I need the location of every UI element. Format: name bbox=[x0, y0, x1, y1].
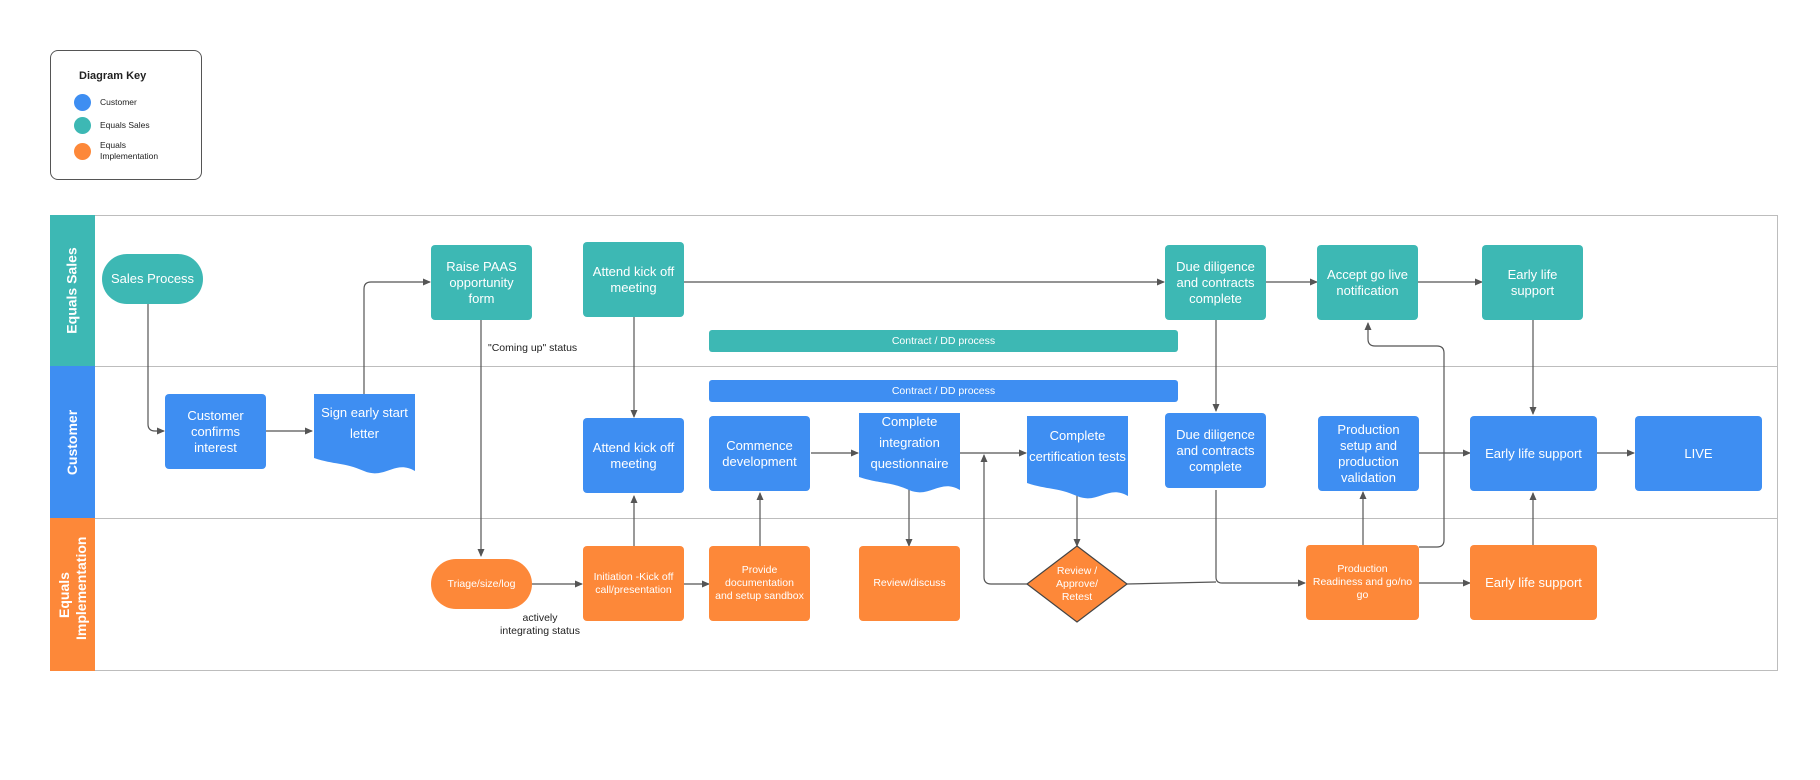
diagram-key-title: Diagram Key bbox=[79, 70, 147, 82]
contract-dd-process-bar-sales: Contract / DD process bbox=[709, 330, 1178, 352]
node-production-readiness-go-no-go[interactable]: Production Readiness and go/no go bbox=[1306, 545, 1419, 620]
node-due-diligence-sales[interactable]: Due diligence and contracts complete bbox=[1165, 245, 1266, 320]
lane-divider bbox=[95, 366, 1778, 367]
coming-up-status-note: "Coming up" status bbox=[488, 342, 578, 354]
key-item-equals-sales: Equals Sales bbox=[74, 117, 170, 134]
lane-header-customer: Customer bbox=[50, 366, 95, 518]
equals-sales-color-dot bbox=[74, 117, 91, 134]
node-customer-confirms-interest[interactable]: Customer confirms interest bbox=[165, 394, 266, 469]
lane-header-equals-implementation: Equals Implementation bbox=[50, 518, 95, 671]
sign-letter-document-shape bbox=[314, 394, 415, 474]
node-triage-size-log[interactable]: Triage/size/log bbox=[431, 559, 532, 609]
customer-color-dot bbox=[74, 94, 91, 111]
node-review-approve-retest[interactable]: Review / Approve/ Retest bbox=[1055, 564, 1099, 603]
node-production-setup-validation[interactable]: Production setup and production validati… bbox=[1318, 416, 1419, 491]
lane-header-equals-sales: Equals Sales bbox=[50, 215, 95, 366]
node-live[interactable]: LIVE bbox=[1635, 416, 1762, 491]
arrow-sign-letter-to-raise-paas bbox=[363, 278, 431, 394]
certification-tests-document-shape bbox=[1027, 416, 1128, 499]
sign-letter-label: Sign early start letter bbox=[321, 405, 408, 442]
arrow-prod-readiness-to-accept-go-live bbox=[1364, 322, 1445, 548]
actively-integrating-status-note: actively integrating status bbox=[500, 612, 580, 637]
arrow-review-approve-back-to-cert bbox=[980, 454, 1027, 585]
equals-implementation-color-dot bbox=[74, 142, 91, 160]
node-raise-paas-opportunity-form[interactable]: Raise PAAS opportunity form bbox=[431, 245, 532, 320]
contract-dd-process-bar-customer: Contract / DD process bbox=[709, 380, 1178, 402]
node-complete-certification-tests[interactable]: Complete certification tests bbox=[1027, 416, 1128, 496]
node-sales-process[interactable]: Sales Process bbox=[102, 254, 203, 304]
node-commence-development[interactable]: Commence development bbox=[709, 416, 810, 491]
lane-divider bbox=[95, 518, 1778, 519]
arrow-review-approve-to-due-diligence bbox=[1126, 581, 1217, 585]
certification-tests-label: Complete certification tests bbox=[1029, 428, 1126, 465]
integration-questionnaire-label: Complete integration questionnaire bbox=[870, 413, 949, 471]
node-provide-documentation-sandbox[interactable]: Provide documentation and setup sandbox bbox=[709, 546, 810, 621]
node-accept-go-live-notification[interactable]: Accept go live notification bbox=[1317, 245, 1418, 320]
node-complete-integration-questionnaire[interactable]: Complete integration questionnaire bbox=[859, 413, 960, 490]
key-label-customer: Customer bbox=[100, 97, 137, 107]
node-due-diligence-customer[interactable]: Due diligence and contracts complete bbox=[1165, 413, 1266, 488]
node-early-life-support-implementation[interactable]: Early life support bbox=[1470, 545, 1597, 620]
arrow-sales-process-to-customer-confirms bbox=[147, 304, 165, 435]
integration-questionnaire-document-shape bbox=[859, 413, 960, 493]
key-item-customer: Customer bbox=[74, 94, 170, 111]
node-early-life-support-sales[interactable]: Early life support bbox=[1482, 245, 1583, 320]
node-sign-early-start-letter[interactable]: Sign early start letter bbox=[314, 394, 415, 471]
diagram-key: Diagram Key Customer Equals Sales Equals… bbox=[50, 50, 202, 180]
node-initiation-kickoff-call[interactable]: Initiation -Kick off call/presentation bbox=[583, 546, 684, 621]
node-review-discuss[interactable]: Review/discuss bbox=[859, 546, 960, 621]
key-label-equals-sales: Equals Sales bbox=[100, 120, 150, 130]
node-attend-kickoff-customer[interactable]: Attend kick off meeting bbox=[583, 418, 684, 493]
arrow-due-diligence-customer-to-prod-readiness bbox=[1215, 490, 1306, 587]
key-item-equals-implementation: Equals Implementation bbox=[74, 140, 170, 162]
key-label-equals-implementation: Equals Implementation bbox=[100, 140, 159, 161]
review-approve-diamond-shape bbox=[1026, 545, 1128, 623]
node-early-life-support-customer[interactable]: Early life support bbox=[1470, 416, 1597, 491]
node-attend-kickoff-sales[interactable]: Attend kick off meeting bbox=[583, 242, 684, 317]
